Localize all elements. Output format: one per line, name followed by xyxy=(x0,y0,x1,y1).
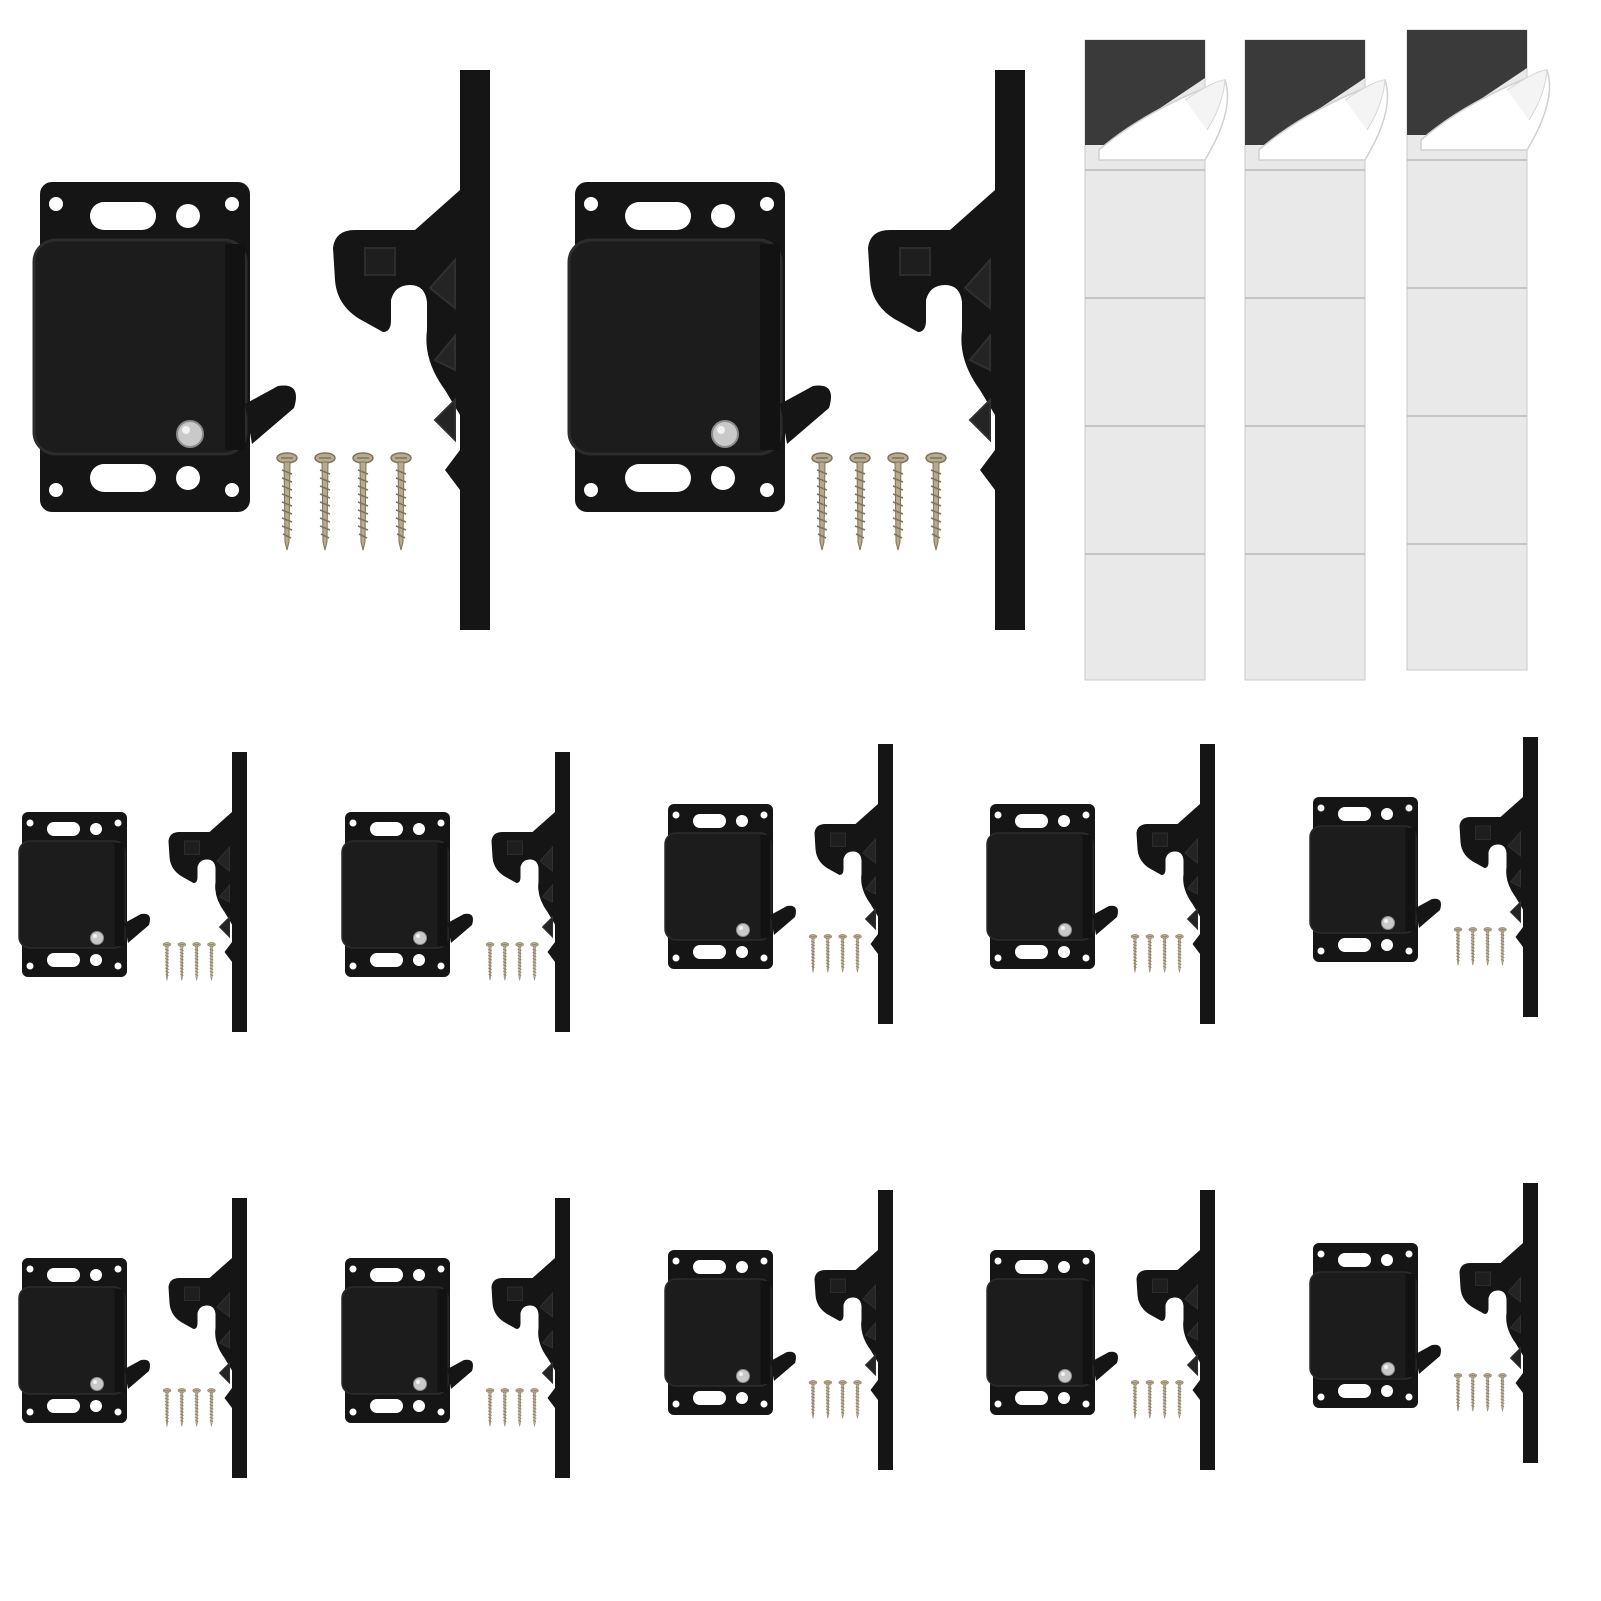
latch-set-small xyxy=(986,743,1216,1025)
latch-set-small xyxy=(18,751,248,1033)
latch-set-small xyxy=(1309,1182,1539,1464)
latch-set-grid xyxy=(18,736,1539,1479)
latch-set-small xyxy=(341,1197,571,1479)
latch-set-large-2 xyxy=(567,69,1026,631)
latch-set-small xyxy=(664,743,894,1025)
latch-set-small xyxy=(664,1189,894,1471)
latch-set-small xyxy=(1309,736,1539,1018)
adhesive-strips xyxy=(1084,29,1551,681)
latch-set-small xyxy=(341,751,571,1033)
latch-set-small xyxy=(18,1197,248,1479)
latch-set-small xyxy=(986,1189,1216,1471)
latch-set-large-1 xyxy=(32,69,491,631)
